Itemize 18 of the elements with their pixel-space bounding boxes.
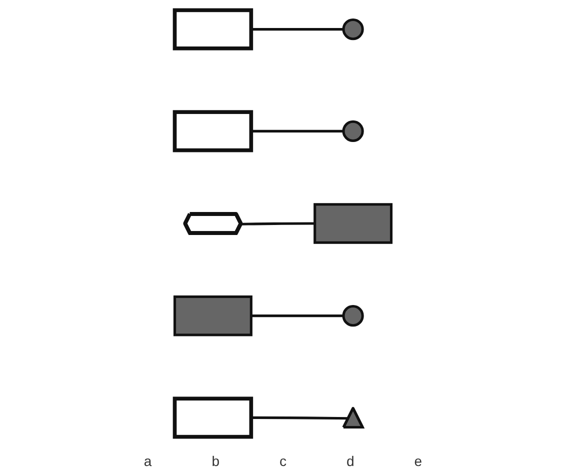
- connector: [251, 28, 344, 31]
- connector: [241, 222, 315, 226]
- panel-label: d: [346, 453, 354, 469]
- connector: [251, 314, 344, 318]
- node-box: [172, 8, 254, 50]
- panel-label: b: [212, 453, 220, 469]
- node-circle: [342, 120, 364, 142]
- node-box: [172, 110, 254, 152]
- connector: [251, 416, 349, 420]
- node-circle: [342, 18, 364, 40]
- node-square: [173, 295, 252, 336]
- panel-label: e: [414, 453, 422, 469]
- node-box: [172, 396, 254, 439]
- panel-label: c: [280, 453, 286, 469]
- node-square: [314, 203, 393, 244]
- panel-label: a: [144, 453, 152, 469]
- connector: [251, 130, 344, 132]
- node-circle: [342, 305, 364, 327]
